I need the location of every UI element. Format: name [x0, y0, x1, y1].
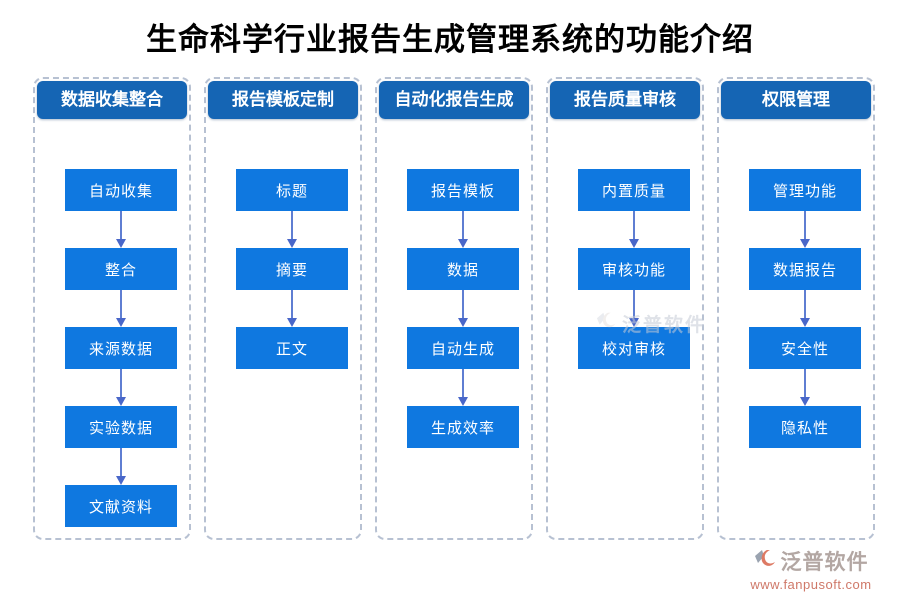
column-quality-review: 报告质量审核 内置质量 审核功能 校对审核 — [546, 77, 704, 540]
column-header: 数据收集整合 — [37, 81, 187, 119]
flow-node: 摘要 — [236, 248, 348, 290]
flow-node: 实验数据 — [65, 406, 177, 448]
arrow-down-icon — [458, 211, 468, 248]
node-stack: 内置质量 审核功能 校对审核 — [557, 169, 711, 369]
brand-watermark: 泛普软件 www.fanpusoft.com — [736, 546, 886, 592]
flow-node: 正文 — [236, 327, 348, 369]
column-header: 报告质量审核 — [550, 81, 700, 119]
page-title: 生命科学行业报告生成管理系统的功能介绍 — [146, 22, 754, 57]
arrow-down-icon — [629, 290, 639, 327]
node-stack: 管理功能 数据报告 安全性 隐私性 — [728, 169, 882, 448]
column-header: 权限管理 — [721, 81, 871, 119]
flow-node: 生成效率 — [407, 406, 519, 448]
flow-node: 整合 — [65, 248, 177, 290]
node-stack: 自动收集 整合 来源数据 实验数据 文献资料 — [44, 169, 198, 527]
watermark-url: www.fanpusoft.com — [750, 577, 872, 592]
arrow-down-icon — [800, 211, 810, 248]
watermark-brand-text: 泛普软件 — [780, 551, 869, 574]
arrow-down-icon — [116, 369, 126, 406]
flow-node: 数据 — [407, 248, 519, 290]
arrow-down-icon — [116, 448, 126, 485]
column-report-template: 报告模板定制 标题 摘要 正文 — [204, 77, 362, 540]
flow-node: 自动收集 — [65, 169, 177, 211]
node-stack: 报告模板 数据 自动生成 生成效率 — [386, 169, 540, 448]
arrow-down-icon — [800, 290, 810, 327]
flow-node: 管理功能 — [749, 169, 861, 211]
column-header: 自动化报告生成 — [379, 81, 529, 119]
arrow-down-icon — [458, 290, 468, 327]
flow-node: 安全性 — [749, 327, 861, 369]
flow-node: 自动生成 — [407, 327, 519, 369]
flow-node: 数据报告 — [749, 248, 861, 290]
column-auto-generation: 自动化报告生成 报告模板 数据 自动生成 生成效率 — [375, 77, 533, 540]
flow-node: 校对审核 — [578, 327, 690, 369]
arrow-down-icon — [116, 290, 126, 327]
flow-node: 来源数据 — [65, 327, 177, 369]
node-stack: 标题 摘要 正文 — [215, 169, 369, 369]
fanpu-logo-icon — [754, 547, 778, 576]
flow-node: 隐私性 — [749, 406, 861, 448]
flow-node: 审核功能 — [578, 248, 690, 290]
flow-node: 文献资料 — [65, 485, 177, 527]
arrow-down-icon — [287, 211, 297, 248]
arrow-down-icon — [629, 211, 639, 248]
column-header: 报告模板定制 — [208, 81, 358, 119]
column-data-collection: 数据收集整合 自动收集 整合 来源数据 实验数据 文献资料 — [33, 77, 191, 540]
flow-node: 标题 — [236, 169, 348, 211]
column-permission: 权限管理 管理功能 数据报告 安全性 隐私性 — [717, 77, 875, 540]
columns-container: 数据收集整合 自动收集 整合 来源数据 实验数据 文献资料 报告模板定制 标题 … — [33, 77, 875, 540]
arrow-down-icon — [458, 369, 468, 406]
flow-node: 内置质量 — [578, 169, 690, 211]
arrow-down-icon — [800, 369, 810, 406]
flow-node: 报告模板 — [407, 169, 519, 211]
arrow-down-icon — [287, 290, 297, 327]
arrow-down-icon — [116, 211, 126, 248]
